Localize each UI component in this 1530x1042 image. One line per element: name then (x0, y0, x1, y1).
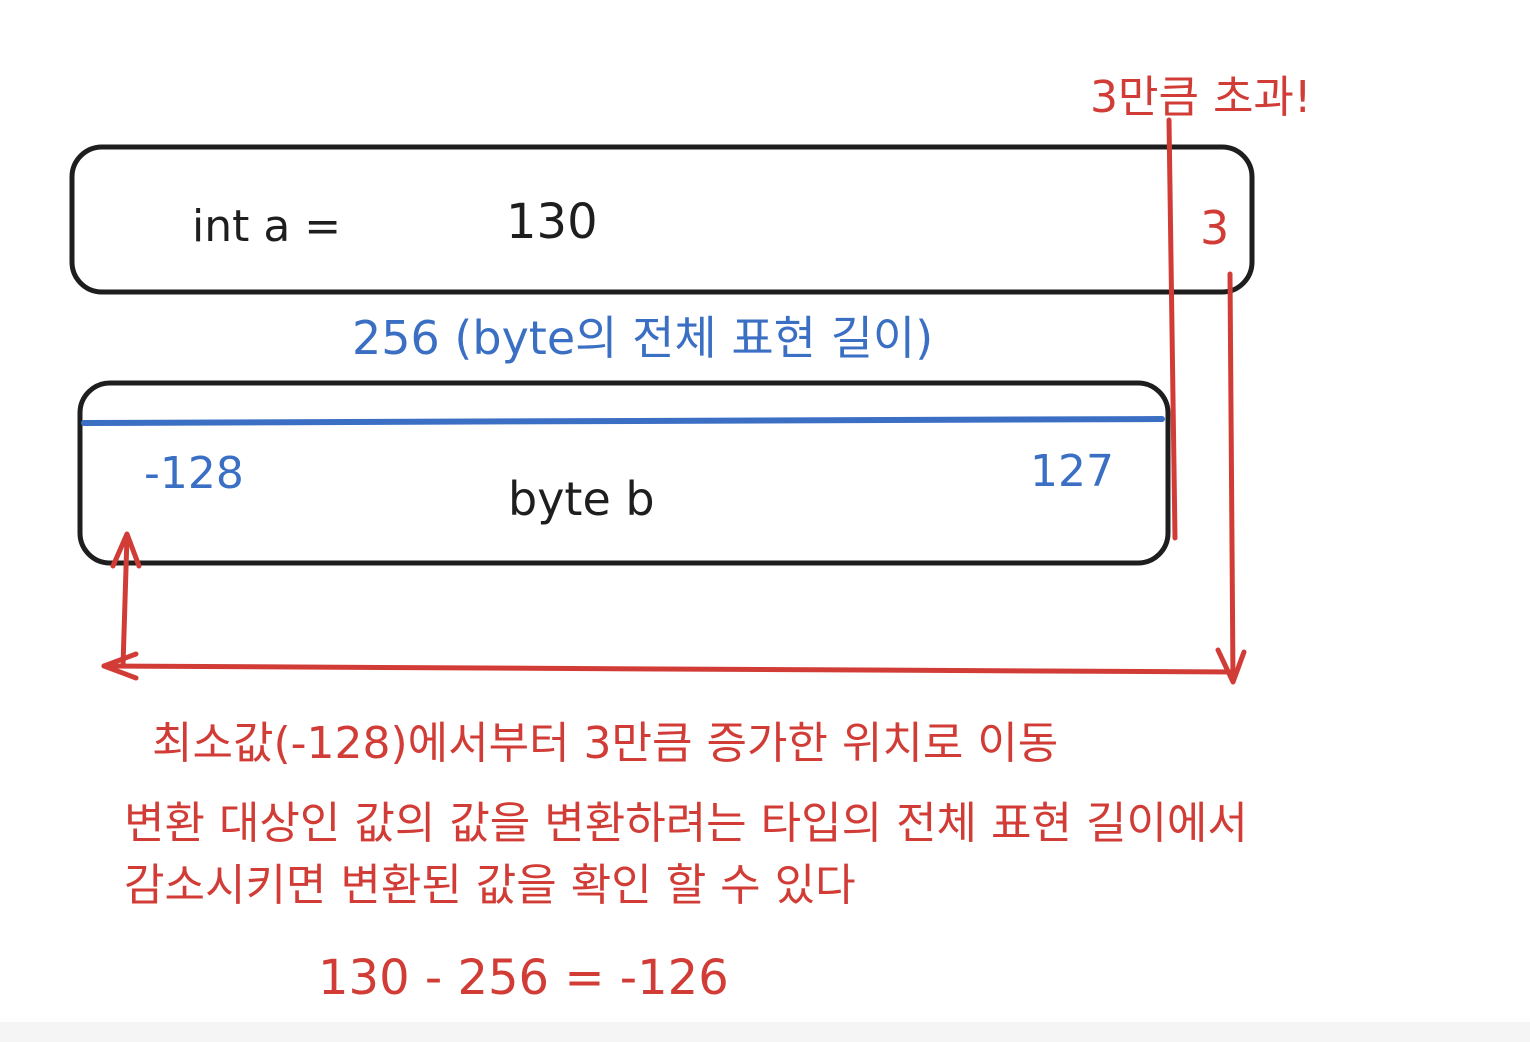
explanation-line-2: 변환 대상인 값의 값을 변환하려는 타입의 전체 표현 길이에서 (124, 798, 1248, 849)
overflow-down-line (1227, 271, 1236, 683)
overflow-down-arrowhead (1215, 647, 1247, 685)
formula: 130 - 256 = -126 (318, 950, 729, 1006)
byte-range-line (81, 416, 1165, 426)
byte-b-box (77, 380, 1171, 566)
byte-range-label: 256 (byte의 전체 표현 길이) (352, 311, 934, 365)
explanation-line-1: 최소값(-128)에서부터 3만큼 증가한 위치로 이동 (152, 718, 1059, 769)
explanation-line-3: 감소시키면 변환된 값을 확인 할 수 있다 (124, 860, 856, 911)
bottom-strip (0, 1022, 1530, 1042)
byte-max-label: 127 (1030, 446, 1114, 497)
byte-min-label: -128 (144, 448, 244, 499)
overflow-value: 3 (1200, 201, 1230, 255)
int-a-value: 130 (506, 194, 598, 250)
min-up-line (120, 533, 130, 669)
wrap-around-line (101, 663, 1239, 675)
byte-b-name: byte b (508, 472, 655, 526)
byte-max-boundary-line (1166, 117, 1178, 541)
min-up-arrowhead (110, 531, 142, 569)
int-a-label: int a = (192, 201, 342, 252)
overflow-note: 3만큼 초과! (1090, 72, 1312, 123)
int-a-box (69, 144, 1255, 295)
